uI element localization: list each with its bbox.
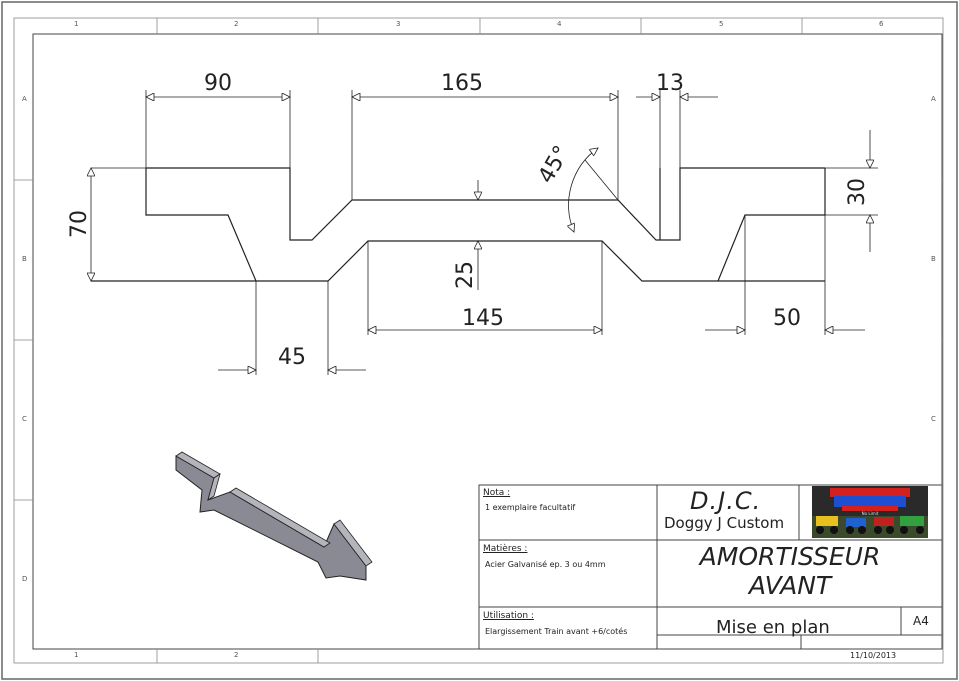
dim-13: 13 <box>656 71 684 96</box>
dim-145: 145 <box>462 306 504 331</box>
zone-col-1-bottom: 1 <box>74 651 79 659</box>
logo-image: No Limit <box>812 486 928 538</box>
drawing-title-line1: AMORTISSEUR <box>699 542 881 571</box>
sheet-size: A4 <box>913 614 929 628</box>
dim-90: 90 <box>204 71 232 96</box>
zone-col-1-top: 1 <box>74 20 79 28</box>
dim-30: 30 <box>845 178 870 206</box>
zone-row-c-right: C <box>931 415 936 423</box>
isometric-view <box>175 451 373 581</box>
zone-col-2-top: 2 <box>234 20 239 28</box>
dimension-labels: 90 165 13 70 30 25 145 45 50 45° <box>67 71 870 370</box>
dim-50: 50 <box>773 306 801 331</box>
dim-25: 25 <box>453 261 478 289</box>
nota-value: 1 exemplaire facultatif <box>485 503 576 512</box>
matieres-value: Acier Galvanisé ep. 3 ou 4mm <box>485 560 606 569</box>
zone-col-5-top: 5 <box>719 20 724 28</box>
dim-70: 70 <box>67 210 92 238</box>
extension-lines <box>91 90 878 375</box>
dimension-lines <box>91 97 870 370</box>
zone-col-4-top: 4 <box>557 20 562 28</box>
drawing-title-line2: AVANT <box>748 571 832 600</box>
zone-row-d-left: D <box>22 575 28 583</box>
logo-tagline: No Limit <box>862 511 879 516</box>
dim-165: 165 <box>441 71 483 96</box>
zone-col-2-bottom: 2 <box>234 651 239 659</box>
zone-row-b-right: B <box>931 255 936 263</box>
nota-label: Nota : <box>483 488 511 498</box>
matieres-label: Matières : <box>483 544 528 554</box>
title-block <box>478 484 943 650</box>
dim-45: 45 <box>278 345 306 370</box>
zone-col-6-top: 6 <box>879 20 884 28</box>
zone-ticks <box>14 18 943 663</box>
drawing-date: 11/10/2013 <box>850 651 897 660</box>
utilisation-value: Elargissement Train avant +6/cotés <box>485 627 628 636</box>
zone-row-a-right: A <box>931 95 936 103</box>
zone-frame <box>13 17 944 664</box>
zone-row-c-left: C <box>22 415 27 423</box>
zone-row-a-left: A <box>22 95 27 103</box>
dim-angle-45: 45° <box>534 142 575 188</box>
company-logo: No Limit <box>812 486 928 538</box>
view-type: Mise en plan <box>716 617 830 638</box>
quad-vehicles-icon <box>816 516 924 534</box>
zone-col-3-top: 3 <box>396 20 401 28</box>
utilisation-label: Utilisation : <box>483 611 534 621</box>
company-name: Doggy J Custom <box>664 514 785 532</box>
company-initials: D.J.C. <box>690 487 762 515</box>
zone-row-b-left: B <box>22 255 27 263</box>
